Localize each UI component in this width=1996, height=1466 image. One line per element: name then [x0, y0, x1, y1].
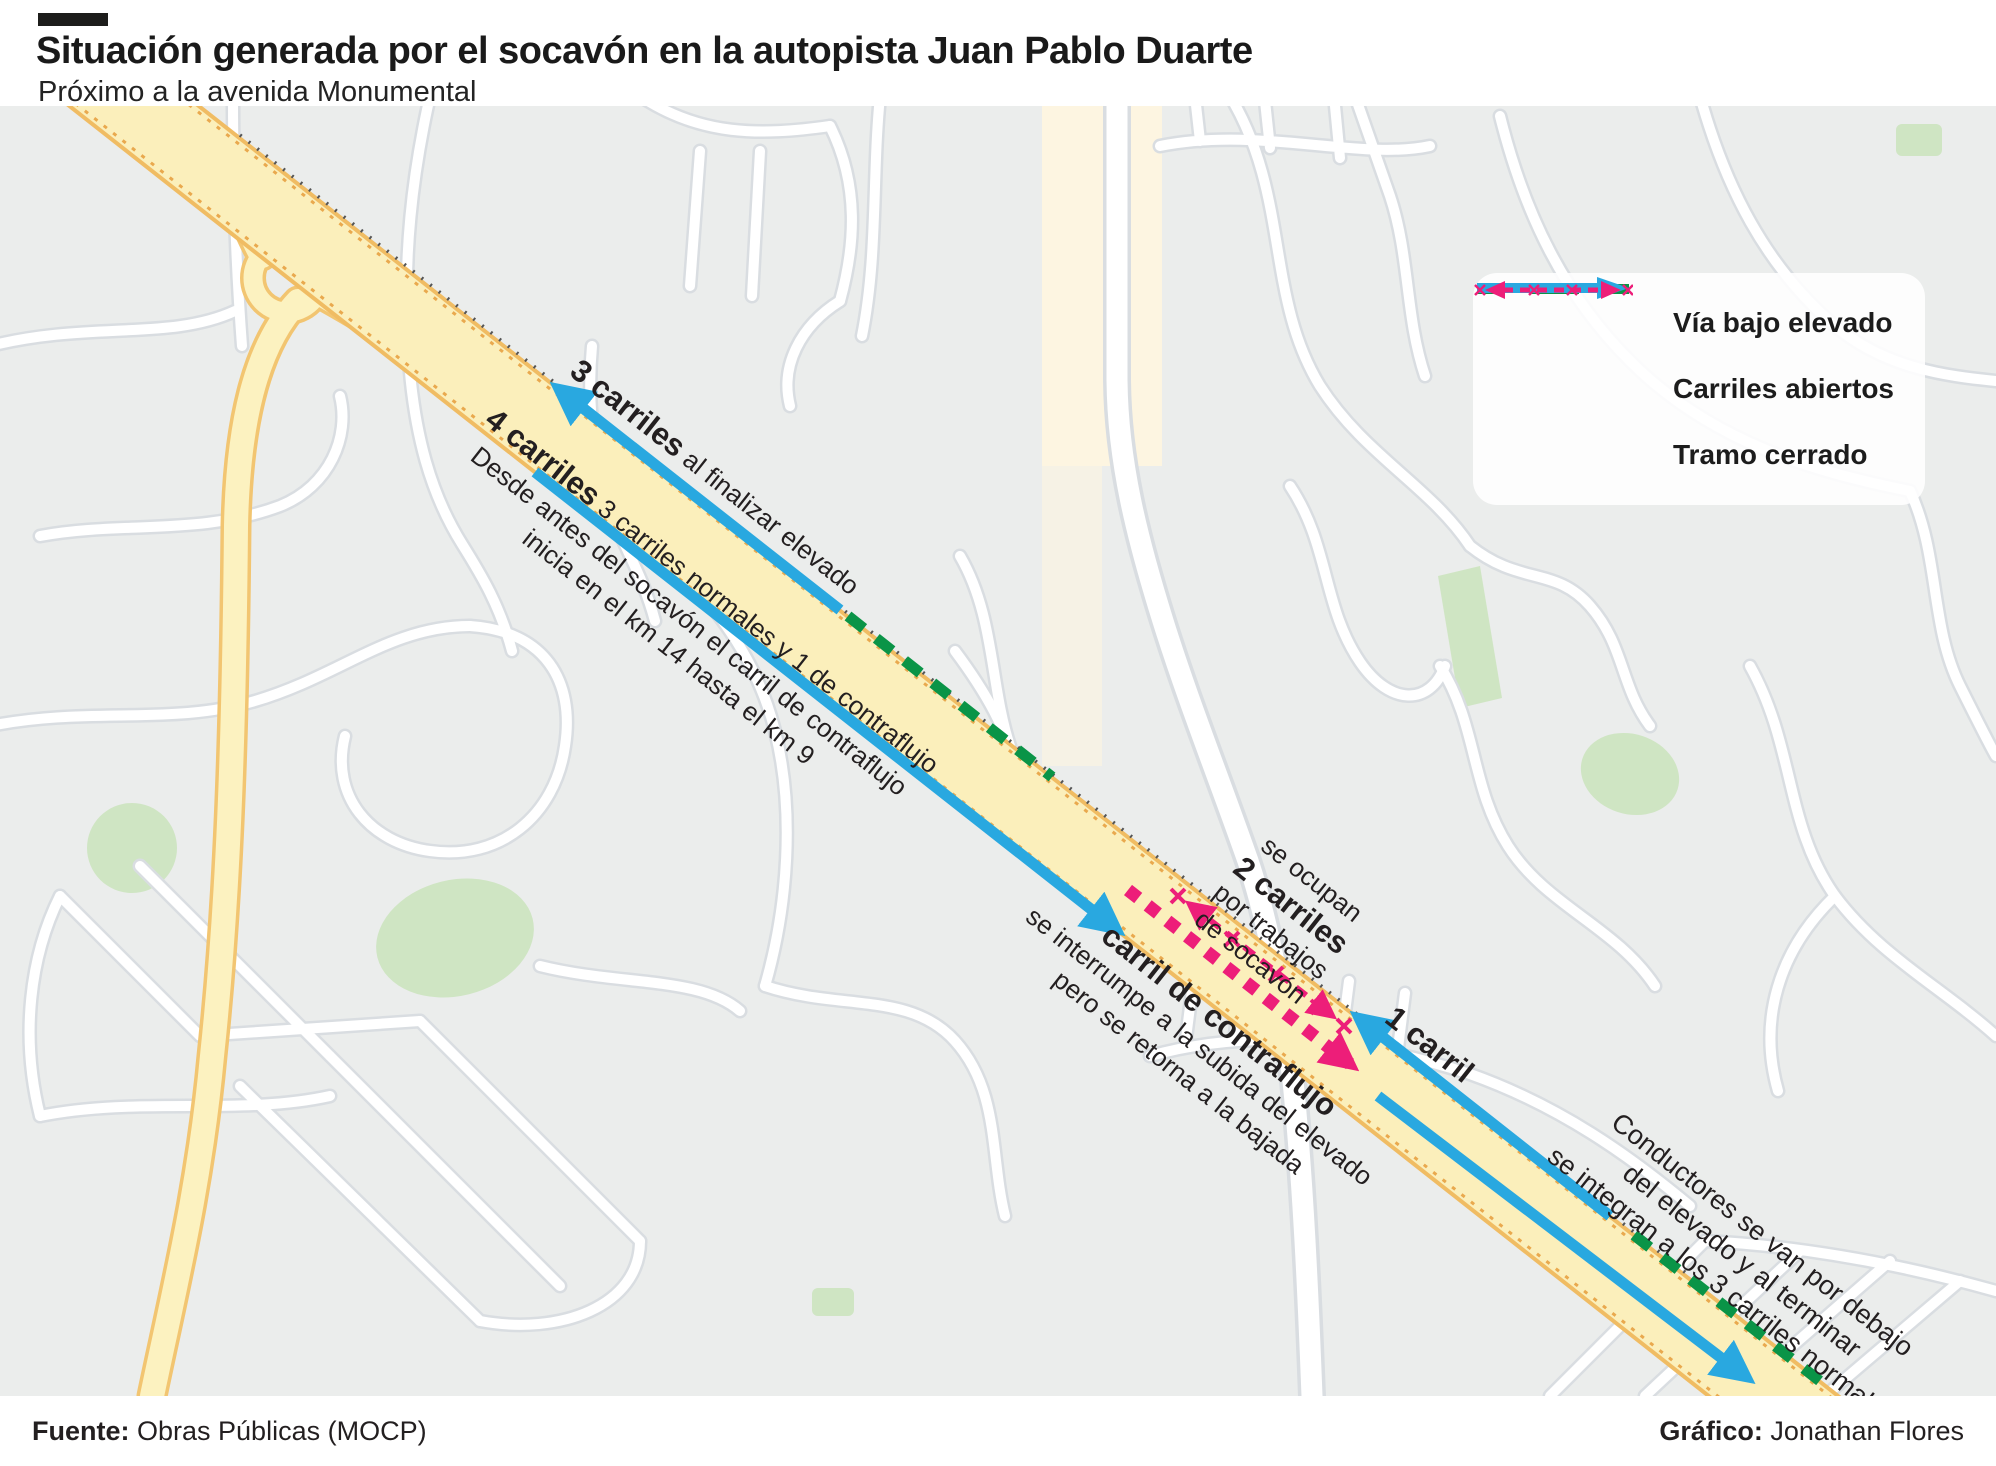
legend-row-carriles-abiertos: Carriles abiertos	[1473, 277, 1925, 415]
footer: Fuente: Obras Públicas (MOCP) Gráfico: J…	[0, 1396, 1996, 1466]
legend: Vía bajo elevado Carriles abiertos	[1473, 273, 1925, 505]
page-subtitle: Próximo a la avenida Monumental	[38, 76, 477, 108]
elevated-structure-dots	[238, 133, 1702, 1286]
closed-thick-dotted	[1123, 884, 1360, 1072]
graphic-credit: Gráfico: Jonathan Flores	[1659, 1415, 1964, 1446]
source-credit: Fuente: Obras Públicas (MOCP)	[32, 1415, 427, 1446]
open-lanes-arrows	[531, 381, 1756, 1385]
arrow-4-carriles	[531, 467, 1126, 937]
header: Situación generada por el socavón en la …	[0, 0, 1996, 108]
map-area: 3 carriles al finalizar elevado 4 carril…	[0, 106, 1996, 1396]
arrow-1-carril	[1349, 1010, 1614, 1221]
legend-row-tramo-cerrado: Tramo cerrado	[1473, 281, 1925, 481]
land-corridor	[1042, 106, 1162, 466]
under-elevated-dashes	[844, 611, 1834, 1394]
arrow-south-open	[1374, 1091, 1756, 1385]
closed-dashed-arrows	[1184, 900, 1338, 1020]
map-svg	[0, 106, 1996, 1396]
arrow-3-carriles	[549, 381, 844, 615]
closed-section	[1123, 884, 1360, 1072]
page-title: Situación generada por el socavón en la …	[36, 30, 1253, 72]
park-areas	[87, 124, 1942, 1316]
accent-bar	[38, 13, 108, 26]
